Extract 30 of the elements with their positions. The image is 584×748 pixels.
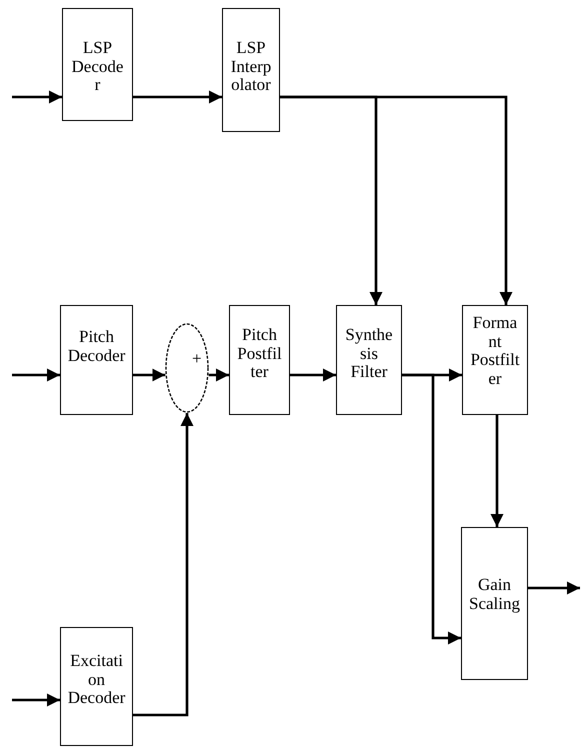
process-box xyxy=(60,627,133,746)
process-box xyxy=(62,8,133,121)
process-box xyxy=(462,305,528,415)
arrow xyxy=(402,374,461,644)
process-box xyxy=(229,305,290,415)
arrow xyxy=(528,582,580,594)
arrow xyxy=(208,368,229,382)
block-label: Formant Postfilter xyxy=(469,314,521,389)
arrow xyxy=(290,368,336,382)
summing-junction xyxy=(165,323,209,413)
process-box xyxy=(60,305,133,415)
arrow xyxy=(133,90,222,104)
arrow xyxy=(133,413,194,716)
arrow xyxy=(490,415,504,527)
block-label: Pitch Postfilter xyxy=(236,326,283,382)
process-box xyxy=(222,8,280,132)
process-box xyxy=(461,527,528,680)
block-label: LSP Decoder xyxy=(70,39,124,96)
block-label: Gain Scaling xyxy=(468,576,521,614)
block-label: LSP Interpolator xyxy=(230,39,272,96)
plus-sign: + xyxy=(192,350,202,367)
arrow xyxy=(133,368,166,382)
process-box xyxy=(336,305,402,415)
arrow xyxy=(280,96,512,305)
block-label: Excitation Decoder xyxy=(66,652,126,708)
block-label: Pitch Decoder xyxy=(66,328,126,366)
arrow xyxy=(12,694,60,706)
arrow xyxy=(12,368,60,382)
arrow xyxy=(12,90,62,104)
block-label: Synthesis Filter xyxy=(344,326,394,382)
